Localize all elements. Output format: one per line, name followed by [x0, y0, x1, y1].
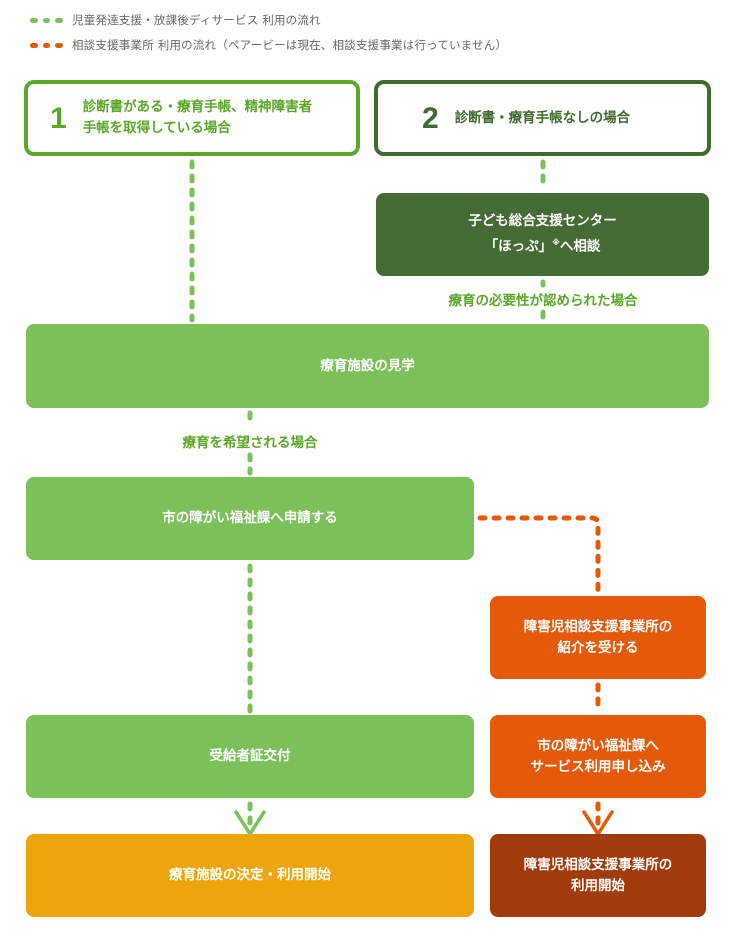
step-apply-box: 市の障がい福祉課へ申請する — [26, 477, 474, 560]
legend-label: 児童発達支援・放課後ディサービス 利用の流れ — [72, 13, 321, 27]
legend-item-consult-support: 相談支援事業所 利用の流れ（ペアービーは現在、相談支援事業は行っていません） — [30, 36, 507, 54]
case-number: 1 — [50, 101, 67, 135]
consult-intro-box: 障害児相談支援事業所の 紹介を受ける — [490, 596, 706, 679]
step-label-line: 障害児相談支援事業所の — [523, 618, 673, 635]
step-decide-box: 療育施設の決定・利用開始 — [26, 834, 474, 917]
consult-action: へ相談 — [559, 238, 601, 255]
consult-center-box: 子ども総合支援センター 「ほっぷ」※へ相談 — [376, 193, 709, 276]
legend-label: 相談支援事業所 利用の流れ（ペアービーは現在、相談支援事業は行っていません） — [72, 38, 508, 52]
case-number: 2 — [422, 101, 439, 135]
orange-dots-icon — [30, 42, 64, 48]
step-label-line: サービス利用申し込み — [530, 758, 666, 775]
step-label-line: 利用開始 — [571, 877, 625, 894]
consult-note-mark: ※ — [552, 238, 560, 248]
green-dots-icon — [30, 17, 64, 23]
consult-start-box: 障害児相談支援事業所の 利用開始 — [490, 834, 706, 917]
case-text-line: 手帳を取得している場合 — [82, 120, 231, 136]
consult-line2: 「ほっぷ」※へ相談 — [485, 232, 601, 258]
case-text: 診断書・療育手帳なしの場合 — [454, 109, 631, 126]
consult-apply-box: 市の障がい福祉課へ サービス利用申し込み — [490, 715, 706, 798]
step-label: 療育施設の決定・利用開始 — [169, 867, 331, 883]
step-certificate-box: 受給者証交付 — [26, 715, 474, 798]
condition-hope: 療育を希望される場合 — [182, 435, 318, 451]
connector-apply-to-intro — [477, 515, 601, 595]
step-label-line: 紹介を受ける — [557, 639, 639, 656]
step-label: 療育施設の見学 — [320, 357, 415, 374]
case-text-line: 診断書がある・療育手帳、精神障害者 — [82, 99, 313, 115]
consult-line1: 子ども総合支援センター — [468, 213, 617, 230]
step-visit-box: 療育施設の見学 — [26, 324, 709, 408]
start-case-2-box: 2 診断書・療育手帳なしの場合 — [374, 80, 711, 156]
step-label: 市の障がい福祉課へ申請する — [162, 510, 338, 526]
step-label-line: 障害児相談支援事業所の — [523, 856, 673, 873]
consult-center-name: 「ほっぷ」 — [484, 238, 553, 255]
step-label-line: 市の障がい福祉課へ — [537, 737, 659, 754]
start-case-1-box: 1 診断書がある・療育手帳、精神障害者 手帳を取得している場合 — [24, 80, 360, 156]
legend-item-child-support: 児童発達支援・放課後ディサービス 利用の流れ — [30, 11, 321, 29]
condition-need-recognized: 療育の必要性が認められた場合 — [448, 293, 638, 309]
step-label: 受給者証交付 — [209, 748, 291, 764]
